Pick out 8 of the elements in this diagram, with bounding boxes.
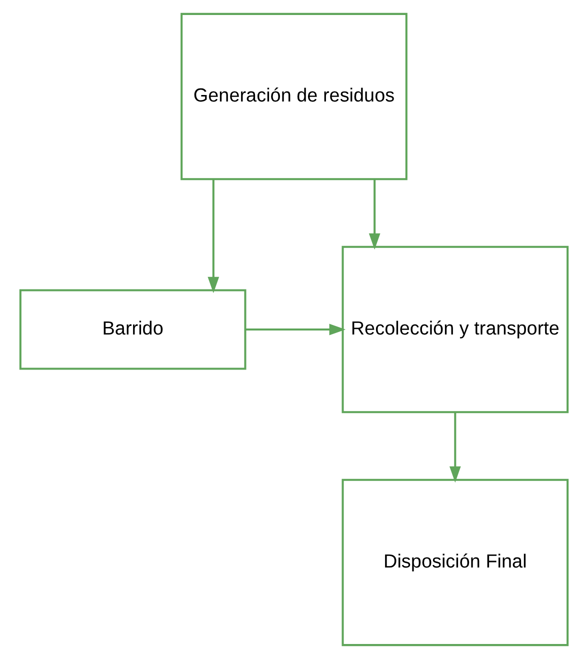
node-box: Disposición Final — [341, 478, 568, 646]
arrow — [207, 179, 219, 294]
arrow — [368, 179, 380, 250]
node-box: Generación de residuos — [180, 12, 407, 180]
arrow — [448, 412, 460, 483]
arrow — [245, 324, 346, 336]
node-box: Recolección y transporte — [341, 246, 568, 414]
node-box: Barrido — [18, 289, 246, 370]
